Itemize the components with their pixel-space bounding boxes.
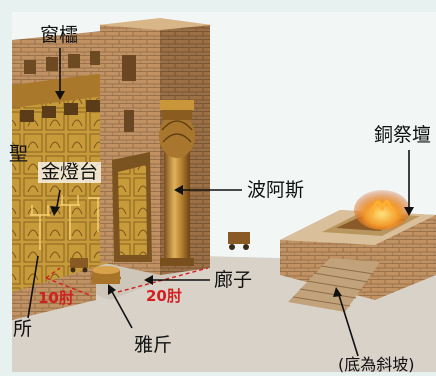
carts (70, 232, 250, 273)
dimension-20-cubits (117, 267, 209, 293)
dimension-lines (45, 267, 209, 297)
upper-wall (12, 30, 112, 85)
upper-lattice-windows (24, 51, 102, 74)
leader-lines (27, 48, 410, 357)
dimension-tick (45, 267, 61, 279)
temple-door (118, 165, 147, 255)
label-10-cubits: 10肘 (38, 289, 74, 307)
bronze-altar (280, 190, 436, 312)
label-porch: 廊子 (214, 269, 253, 291)
interior-top-frieze (12, 72, 112, 108)
label-holy-place-cut: 所 (13, 318, 33, 340)
label-bronze-altar: 銅祭壇 (374, 124, 432, 146)
leader-holy-place (27, 255, 39, 319)
tower-window (124, 110, 134, 132)
label-boaz: 波阿斯 (247, 179, 305, 201)
label-20-cubits: 20肘 (146, 287, 182, 305)
porch-tower-top (98, 18, 212, 30)
bronze-basin (91, 266, 121, 284)
label-jakin: 雅斤 (134, 334, 173, 356)
boaz-pillar (159, 100, 195, 266)
label-ramp-note: (底為斜坡) (338, 355, 415, 374)
window-lattice-row (20, 100, 100, 122)
leader-ramp (337, 291, 359, 357)
dimension-10-cubits (45, 277, 93, 297)
leader-jakin (109, 287, 133, 329)
label-window-lattice: 窗櫺 (40, 24, 79, 46)
leader-arrowheads (50, 91, 414, 297)
label-golden-lampstand: 金燈台 (38, 162, 102, 183)
tower-window (122, 55, 136, 81)
label-left-edge-char: 聖 (9, 143, 29, 165)
